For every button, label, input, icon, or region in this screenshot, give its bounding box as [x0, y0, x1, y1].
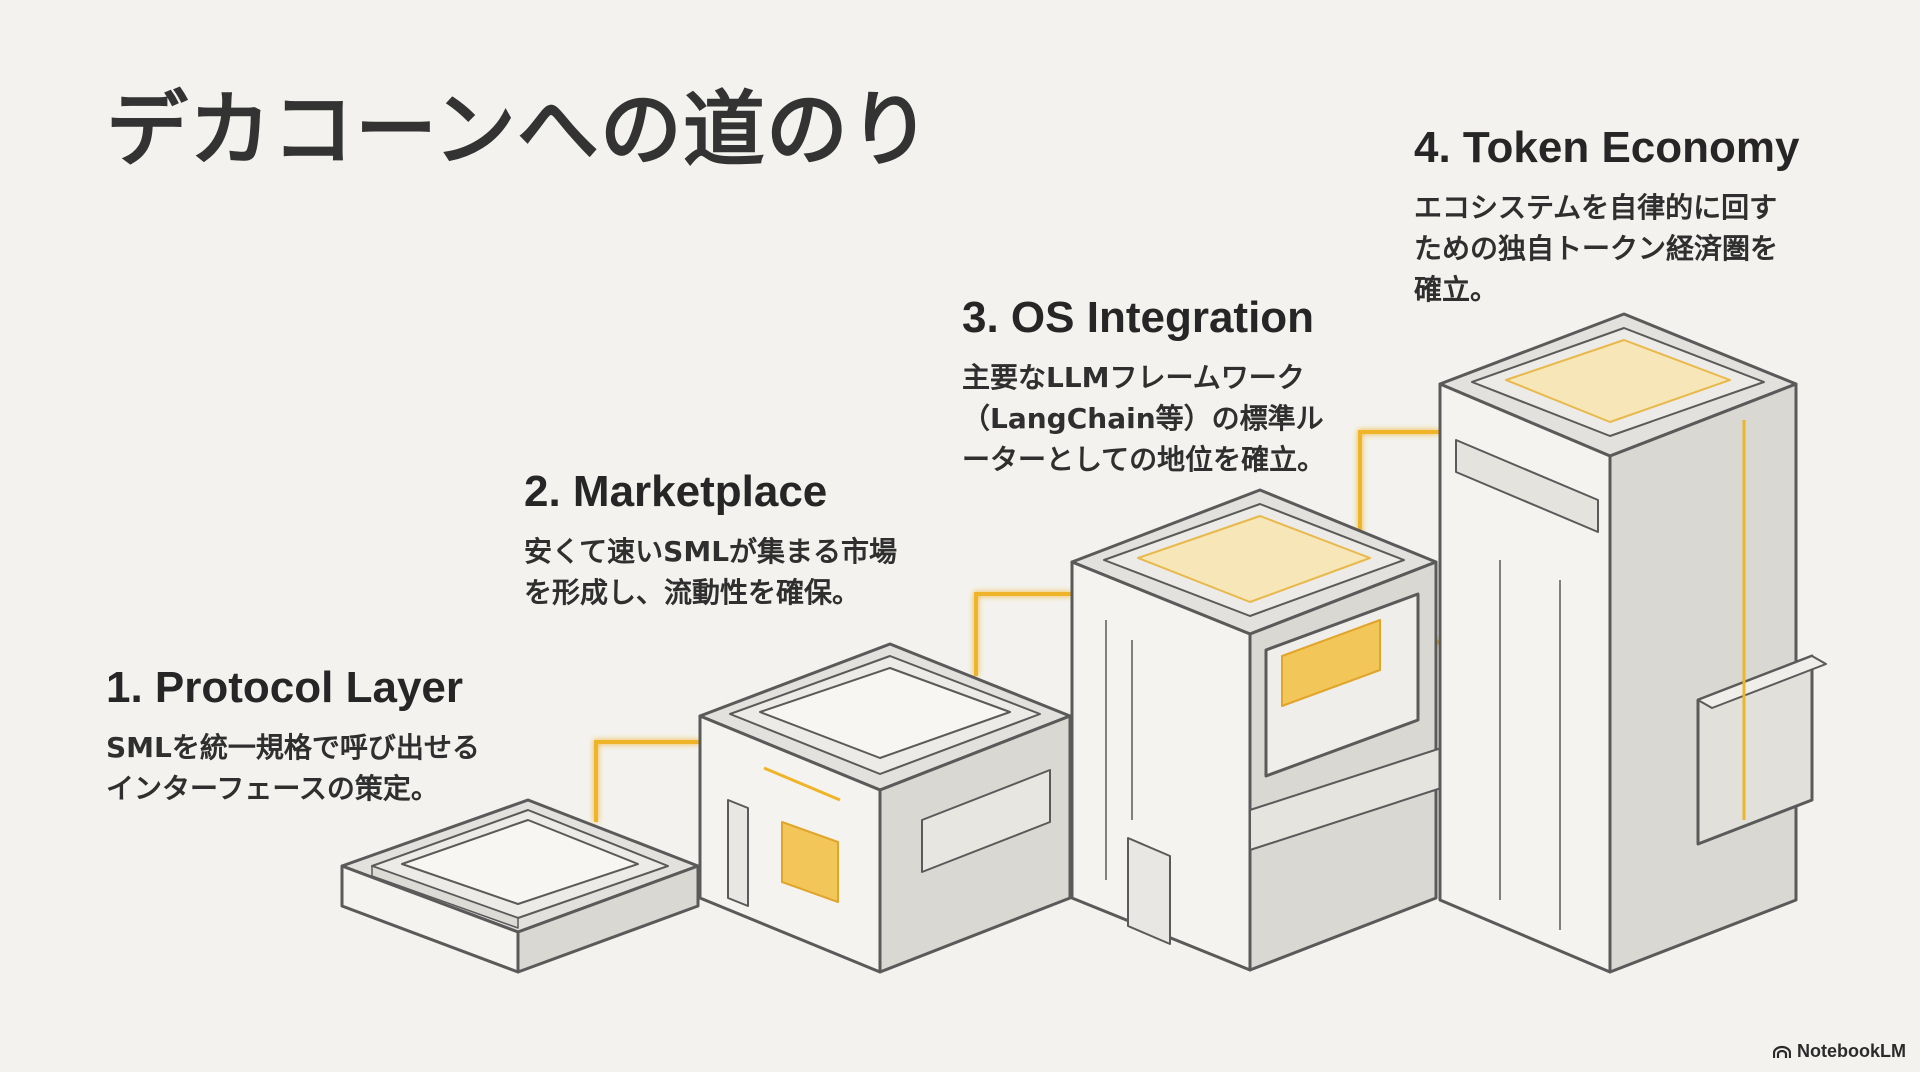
- block-protocol-layer: [340, 798, 700, 974]
- brand-name: NotebookLM: [1797, 1041, 1906, 1061]
- brand-logo: NotebookLM: [1773, 1041, 1906, 1062]
- step-title: 2. Marketplace: [524, 467, 828, 516]
- step-title: 1. Protocol Layer: [106, 663, 464, 712]
- block-token-economy: [1438, 312, 1827, 974]
- step-title: 3. OS Integration: [962, 293, 1315, 342]
- step-os-integration: 3. OS Integration 主要なLLMフレームワーク （LangCha…: [962, 293, 1372, 480]
- slide-title: デカコーンへの道のり: [106, 83, 932, 178]
- step-description: 主要なLLMフレームワーク （LangChain等）の標準ル ーターとしての地位…: [962, 361, 1326, 476]
- step-description: 安くて速いSMLが集まる市場 を形成し、流動性を確保。: [524, 535, 898, 609]
- connector-3-4: [1358, 430, 1440, 540]
- block-marketplace: [698, 642, 1072, 974]
- connector-2-3: [974, 592, 1072, 676]
- token-vent: [1455, 439, 1599, 533]
- notebooklm-icon: [1773, 1045, 1792, 1058]
- step-description: SMLを統一規格で呼び出せる インターフェースの策定。: [106, 731, 480, 805]
- step-marketplace: 2. Marketplace 安くて速いSMLが集まる市場 を形成し、流動性を確…: [524, 467, 944, 614]
- marketplace-door: [727, 799, 749, 907]
- connector-1-2: [594, 740, 700, 822]
- os-screen-highlight: [1281, 619, 1381, 707]
- marketplace-panel: [921, 769, 1051, 873]
- block-os-integration: [1070, 488, 1467, 972]
- step-title: 4. Token Economy: [1414, 123, 1800, 172]
- step-token-economy: 4. Token Economy エコシステムを自律的に回す ための独自トークン…: [1414, 123, 1834, 310]
- step-protocol-layer: 1. Protocol Layer SMLを統一規格で呼び出せる インターフェー…: [106, 663, 546, 810]
- step-description: エコシステムを自律的に回す ための独自トークン経済圏を 確立。: [1414, 191, 1779, 306]
- os-door: [1127, 837, 1171, 945]
- marketplace-window: [781, 821, 839, 903]
